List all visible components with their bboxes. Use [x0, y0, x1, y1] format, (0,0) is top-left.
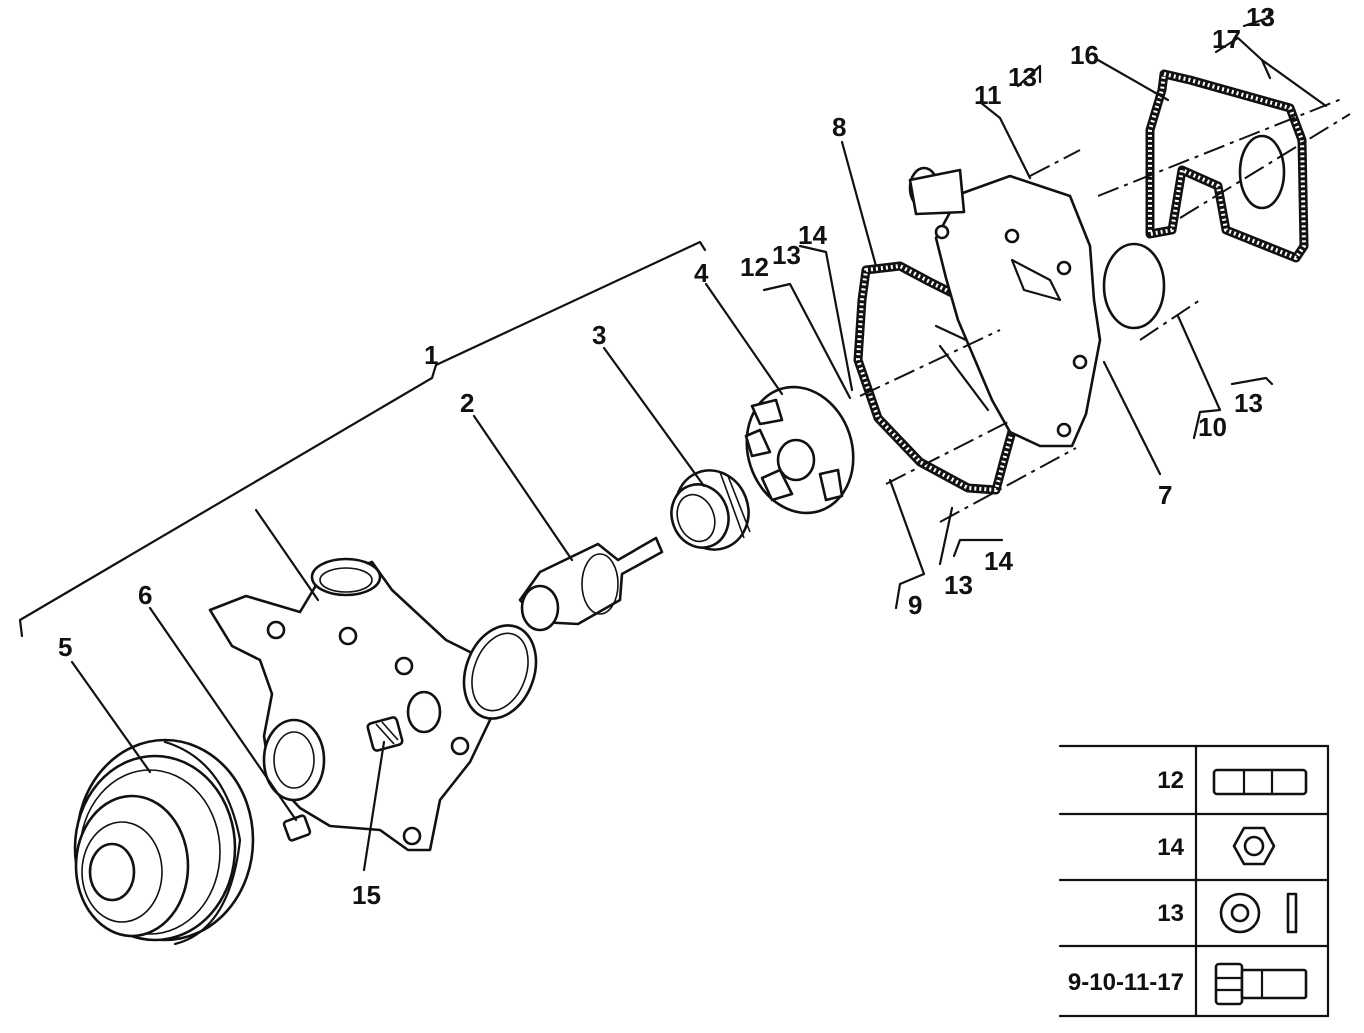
stud-icon	[1212, 768, 1308, 796]
plate-gasket-part	[1145, 69, 1309, 263]
plug-part	[282, 814, 312, 842]
callout-17: 17	[1212, 24, 1241, 54]
callout-16: 16	[1070, 40, 1099, 70]
legend-row-label: 13	[1157, 900, 1184, 927]
callout-13-d: 13	[1234, 388, 1263, 418]
legend-row-label: 12	[1157, 767, 1184, 794]
callout-6: 6	[138, 580, 152, 610]
bolt-icon	[1214, 962, 1308, 1006]
axis-lines	[859, 97, 1351, 523]
callout-4: 4	[694, 258, 709, 288]
o-ring-part	[462, 624, 538, 720]
impeller-part	[744, 385, 855, 515]
callout-12: 12	[740, 252, 769, 282]
callout-11: 11	[974, 80, 1002, 110]
callout-1: 1	[424, 340, 438, 370]
legend-row-label: 9-10-11-17	[1068, 969, 1184, 996]
callout-3: 3	[592, 320, 606, 350]
callout-14-b: 14	[984, 546, 1013, 576]
pulley-part	[73, 738, 255, 946]
shaft-bearing-part	[518, 536, 664, 632]
seal-part	[670, 469, 751, 551]
washer-icon	[1219, 892, 1298, 934]
legend-row-label: 14	[1157, 834, 1184, 861]
hex-nut-icon	[1232, 826, 1276, 866]
callout-15: 15	[352, 880, 381, 910]
callout-10: 10	[1198, 412, 1227, 442]
assembly-bracket	[18, 240, 707, 638]
pump-body-part	[208, 508, 492, 852]
fastener-legend-table: 12 14 13 9-10-11-17	[1058, 744, 1330, 1018]
callout-13-c: 13	[772, 240, 801, 270]
callout-14-a: 14	[798, 220, 827, 250]
callout-7: 7	[1158, 480, 1172, 510]
callout-13-e: 13	[944, 570, 973, 600]
callout-5: 5	[58, 632, 72, 662]
callout-13-a: 13	[1008, 62, 1037, 92]
housing-cover-part	[908, 166, 1166, 448]
leader-lines	[70, 8, 1328, 872]
callout-9: 9	[908, 590, 922, 620]
callout-2: 2	[460, 388, 474, 418]
callout-8: 8	[832, 112, 846, 142]
callout-13-b: 13	[1246, 2, 1275, 32]
spring-insert-part	[366, 716, 404, 752]
callout-labels: 1 2 3 4 5 6 7 8 9 10 11 12 15 16 17 13 1…	[58, 2, 1275, 910]
